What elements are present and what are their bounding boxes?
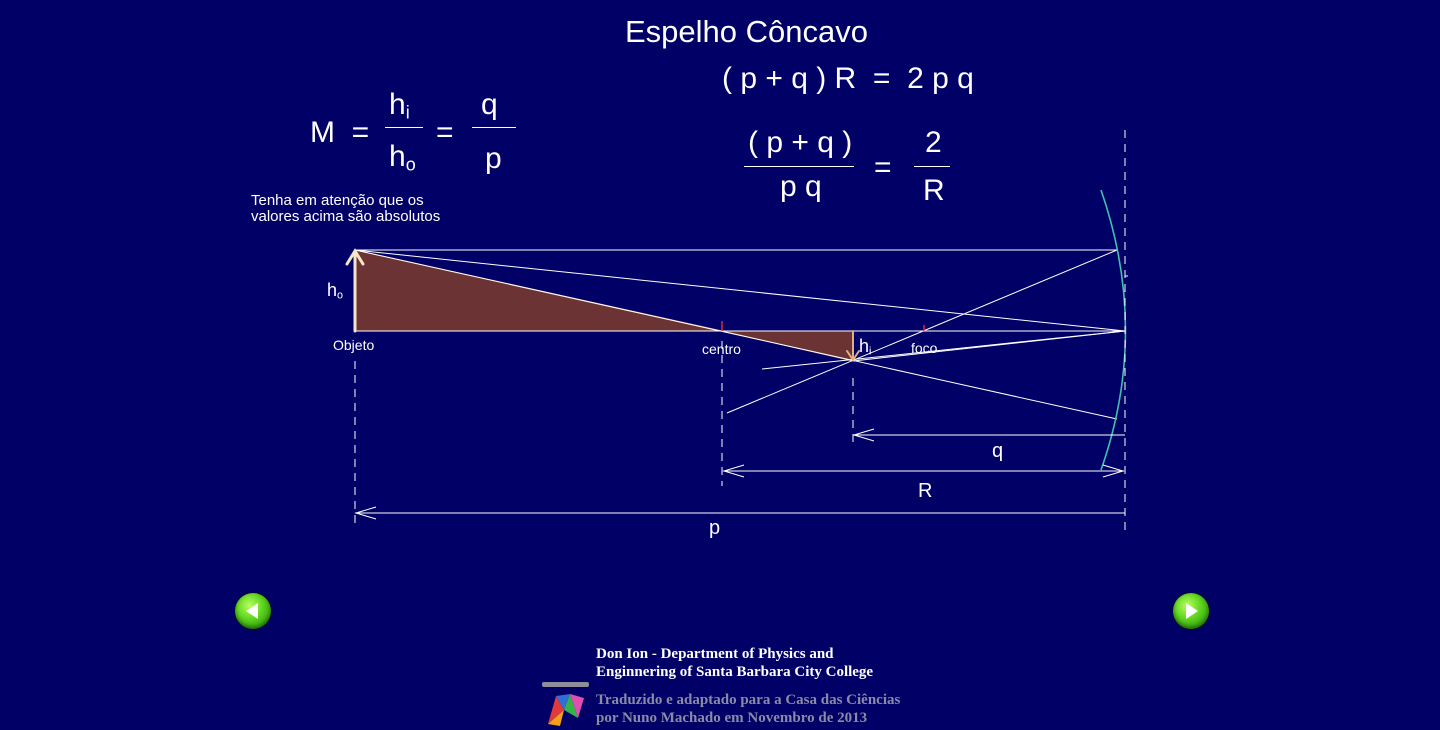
foco-label: foco	[911, 340, 938, 356]
previous-button[interactable]	[235, 593, 271, 629]
r-dimension-label: R	[918, 480, 933, 502]
absolute-values-note: Tenha em atenção que os valores acima sã…	[251, 192, 441, 225]
arrow-left-icon	[246, 603, 258, 619]
object-arrow	[345, 248, 365, 333]
fraction-bar-qp	[472, 127, 516, 128]
fraction-bar-h	[385, 127, 423, 128]
page-title: Espelho Côncavo	[625, 14, 868, 49]
casa-das-ciencias-logo	[548, 694, 584, 726]
fraction-bar-2r	[914, 166, 950, 167]
dimension-p	[354, 506, 1125, 520]
credits-original: Don Ion - Department of Physics and Engi…	[596, 646, 874, 680]
centro-label: centro	[702, 341, 741, 357]
ho-denominator: ho	[389, 140, 416, 175]
p-denominator: p	[485, 142, 502, 175]
light-rays	[354, 249, 1126, 420]
mirror-eq-r: R	[923, 174, 945, 207]
ho-label: ho	[327, 280, 344, 302]
dimension-q	[852, 428, 1125, 442]
image-arrow	[846, 330, 860, 362]
q-numerator: q	[481, 88, 498, 121]
q-dimension-label: q	[992, 440, 1004, 462]
arrow-right-icon	[1186, 603, 1198, 619]
dimension-r	[722, 464, 1125, 478]
magnification-equals: =	[436, 116, 454, 149]
mirror-eq-equals: =	[874, 151, 892, 184]
hi-label: hi	[859, 336, 872, 358]
equation-pqr: ( p + q ) R = 2 p q	[722, 62, 974, 95]
fraction-bar-mirror	[744, 166, 854, 167]
p-dimension-label: p	[709, 517, 721, 539]
mirror-eq-two: 2	[925, 126, 942, 159]
magnification-label: M =	[310, 116, 370, 149]
mirror-eq-denominator: p q	[780, 170, 822, 203]
objeto-label: Objeto	[333, 337, 375, 353]
hi-numerator: hi	[389, 88, 410, 123]
mirror-eq-numerator: ( p + q )	[748, 126, 853, 159]
credits-divider	[542, 682, 589, 687]
next-button[interactable]	[1173, 593, 1209, 629]
credits-translation: Traduzido e adaptado para a Casa das Ciê…	[596, 692, 901, 726]
